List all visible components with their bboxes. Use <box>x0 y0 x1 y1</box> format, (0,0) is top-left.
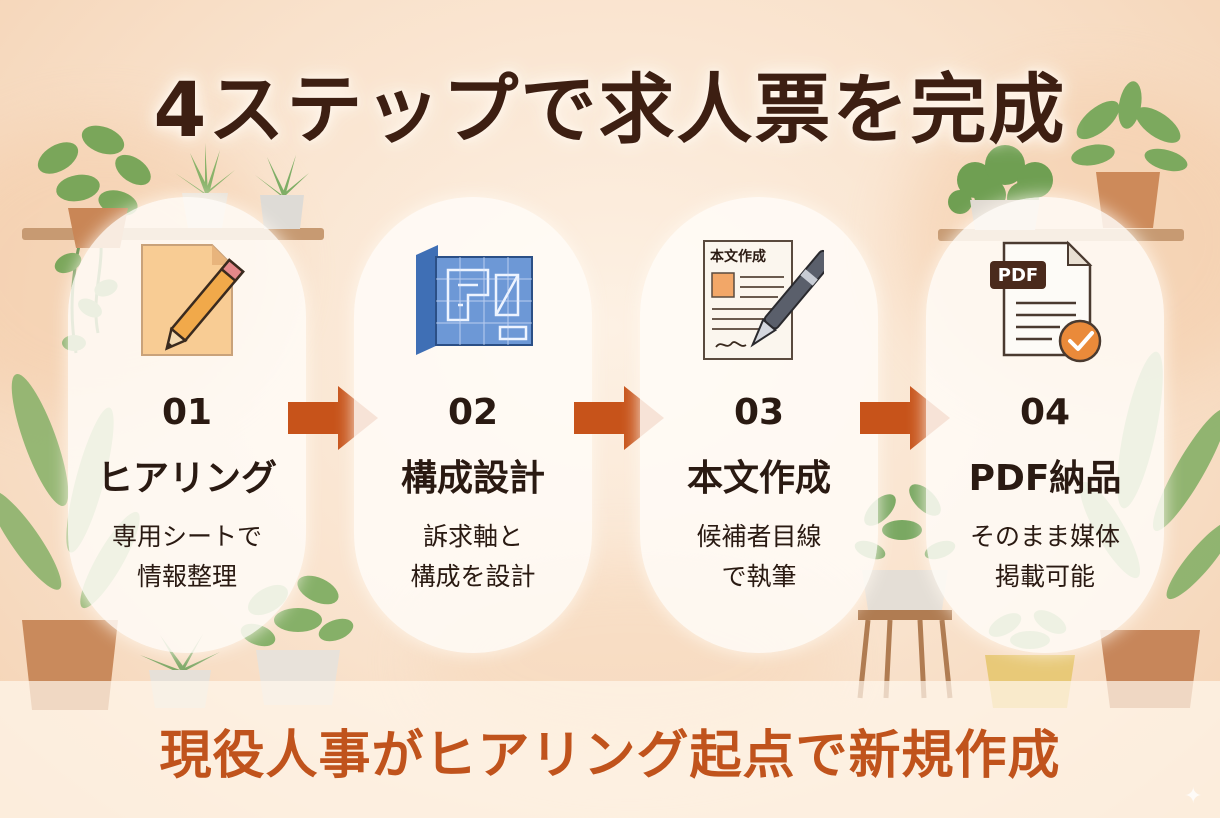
step-description-line: 情報整理 <box>136 562 237 591</box>
pdf-label: PDF <box>998 265 1038 286</box>
step-description: そのまま媒体 掲載可能 <box>936 517 1154 597</box>
tagline: 現役人事がヒアリング起点で新規作成 <box>159 726 1061 786</box>
sparkle-icon: ✦ <box>1184 784 1203 809</box>
step-title: 本文作成 <box>686 458 831 499</box>
step-card-4: PDF 04 PDF納品 そのまま媒体 掲載可能 <box>926 197 1164 653</box>
step-description: 訴求軸と 構成を設計 <box>364 517 582 597</box>
step-description-line: 構成を設計 <box>410 562 536 591</box>
step-number: 01 <box>161 392 213 433</box>
step-description-line: 専用シートで <box>111 522 262 551</box>
step-number: 03 <box>733 392 785 433</box>
step-title: PDF納品 <box>968 458 1122 499</box>
document-label: 本文作成 <box>710 248 766 265</box>
pencil-paper-icon <box>141 244 245 356</box>
step-card-2: 02 構成設計 訴求軸と 構成を設計 <box>354 197 592 653</box>
step-card-1: 01 ヒアリング 専用シートで 情報整理 <box>68 197 306 653</box>
blueprint-icon <box>416 245 533 355</box>
step-description: 専用シートで 情報整理 <box>78 517 296 597</box>
step-title: 構成設計 <box>400 458 545 499</box>
step-title: ヒアリング <box>96 458 277 499</box>
page-title: 4ステップで求人票を完成 <box>153 65 1067 154</box>
step-description-line: そのまま媒体 <box>969 522 1120 551</box>
step-number: 04 <box>1019 392 1071 433</box>
step-description-line: 候補者目線 <box>696 522 822 551</box>
step-description: 候補者目線 で執筆 <box>650 517 868 597</box>
bottom-banner <box>0 681 1220 818</box>
document-pen-icon: 本文作成 <box>703 240 824 360</box>
succulent-pot-icon <box>255 155 309 229</box>
leafy-plant-pot-icon <box>1071 81 1188 228</box>
step-description-line: で執筆 <box>721 562 797 591</box>
pdf-check-icon: PDF <box>990 240 1102 363</box>
step-card-3: 本文作成 03 本文作成 候補者目線 で執筆 <box>640 197 878 653</box>
step-description-line: 掲載可能 <box>994 562 1095 591</box>
step-description-line: 訴求軸と <box>422 522 523 551</box>
step-number: 02 <box>447 392 499 433</box>
